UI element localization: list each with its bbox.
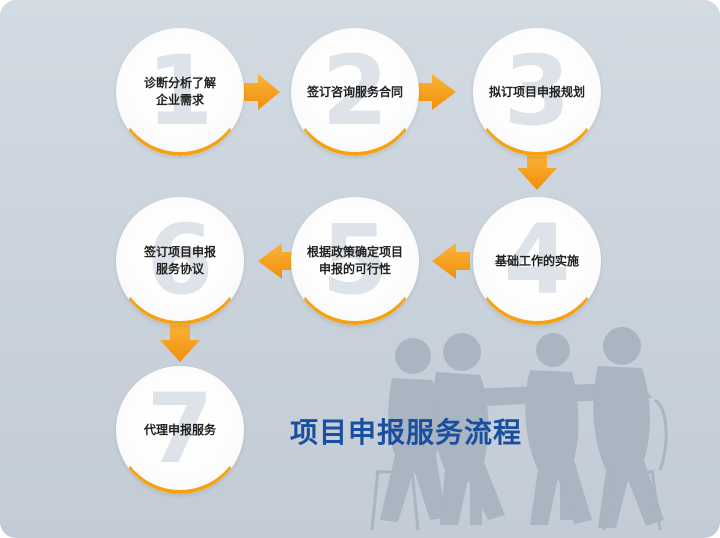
step-5-circle: 5 根据政策确定项目 申报的可行性 bbox=[291, 197, 419, 325]
step-label: 基础工作的实施 bbox=[494, 253, 579, 268]
step-label: 诊断分析了解 企业需求 bbox=[143, 76, 216, 107]
step-number: 2 bbox=[321, 35, 389, 147]
arrow-2-3 bbox=[418, 74, 456, 110]
step-label: 代理申报服务 bbox=[143, 422, 216, 437]
step-number: 1 bbox=[146, 35, 214, 147]
step-3-circle: 3 拟订项目申报规划 bbox=[473, 28, 601, 156]
step-number: 4 bbox=[503, 204, 571, 316]
step-4-circle: 4 基础工作的实施 bbox=[473, 197, 601, 325]
step-label: 拟订项目申报规划 bbox=[488, 84, 585, 99]
arrow-6-7 bbox=[160, 323, 200, 362]
step-number: 7 bbox=[146, 373, 214, 485]
step-label: 签订咨询服务合同 bbox=[306, 84, 403, 99]
step-1-circle: 1 诊断分析了解 企业需求 bbox=[116, 28, 244, 156]
step-number: 5 bbox=[321, 204, 389, 316]
step-number: 3 bbox=[503, 35, 571, 147]
arrow-3-4 bbox=[517, 152, 557, 190]
step-2-circle: 2 签订咨询服务合同 bbox=[291, 28, 419, 156]
diagram-title: 项目申报服务流程 bbox=[290, 416, 523, 449]
step-number: 6 bbox=[146, 204, 214, 316]
arrow-1-2 bbox=[244, 74, 280, 110]
arrow-4-5 bbox=[432, 243, 470, 279]
step-label: 签订项目申报 服务协议 bbox=[143, 245, 216, 276]
step-6-circle: 6 签订项目申报 服务协议 bbox=[116, 197, 244, 325]
step-7-circle: 7 代理申报服务 bbox=[116, 366, 244, 494]
arrow-5-6 bbox=[258, 243, 296, 279]
step-label: 根据政策确定项目 申报的可行性 bbox=[306, 245, 403, 276]
